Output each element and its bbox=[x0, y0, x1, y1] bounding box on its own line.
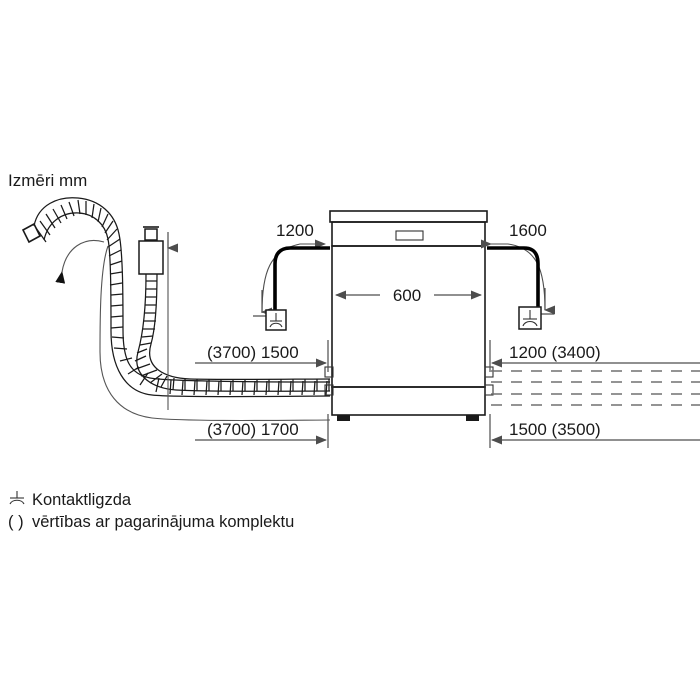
dimension-1600-right-label: 1600 bbox=[509, 221, 547, 240]
hose-connector-upper-left bbox=[324, 366, 334, 378]
hose-connector-lower-right bbox=[484, 384, 494, 396]
dimension-bottom-right-label: 1500 (3500) bbox=[509, 420, 601, 439]
dimension-bottom-right: 1500 (3500) bbox=[489, 414, 700, 448]
appliance-foot-left bbox=[337, 415, 350, 421]
page-title: Izmēri mm bbox=[8, 171, 87, 190]
dimension-bottom-left: (3700) 1700 bbox=[195, 414, 329, 448]
power-cable-left bbox=[273, 246, 330, 310]
wall-socket-left bbox=[265, 309, 287, 331]
power-socket-symbol-icon bbox=[9, 491, 25, 505]
legend: Kontaktligzda ( ) vērtības ar pagarināju… bbox=[8, 491, 294, 531]
dimension-width-600: 600 bbox=[335, 286, 482, 305]
appliance-foot-right bbox=[466, 415, 479, 421]
dimension-1600-right: 1600 bbox=[481, 221, 555, 315]
hose-guide-line bbox=[99, 245, 331, 422]
dimension-width-label: 600 bbox=[393, 286, 421, 305]
corrugated-drain-hose bbox=[21, 197, 331, 398]
dimension-1200-left-label: 1200 bbox=[276, 221, 314, 240]
dimension-mid-right-label: 1200 (3400) bbox=[509, 343, 601, 362]
power-cable-right bbox=[487, 246, 540, 308]
legend-bracket-label: vērtības ar pagarinājuma komplektu bbox=[32, 513, 294, 531]
dimension-bottom-left-label: (3700) 1700 bbox=[207, 420, 299, 439]
hose-connector-upper-right bbox=[484, 366, 494, 378]
aqua-stop-valve-box bbox=[138, 226, 164, 275]
control-panel-handle bbox=[395, 230, 424, 241]
dimension-mid-left: (3700) 1500 bbox=[195, 340, 329, 372]
hose-corrugation-ribs bbox=[35, 199, 328, 396]
dimension-mid-right: 1200 (3400) bbox=[489, 340, 700, 372]
supply-hose-lines-right bbox=[491, 370, 700, 406]
inlet-hose-ribs bbox=[134, 280, 330, 391]
dimension-mid-left-label: (3700) 1500 bbox=[207, 343, 299, 362]
legend-socket-label: Kontaktligzda bbox=[32, 491, 132, 509]
legend-bracket-symbol: ( ) bbox=[8, 513, 24, 531]
wall-socket-right bbox=[518, 306, 542, 330]
dishwasher-front-view bbox=[324, 210, 494, 421]
dimension-1200-left: 1200 bbox=[253, 221, 326, 317]
hose-hooked-end bbox=[21, 222, 42, 244]
water-inlet-hose bbox=[134, 232, 331, 410]
hose-connector-lower-left bbox=[324, 384, 334, 396]
